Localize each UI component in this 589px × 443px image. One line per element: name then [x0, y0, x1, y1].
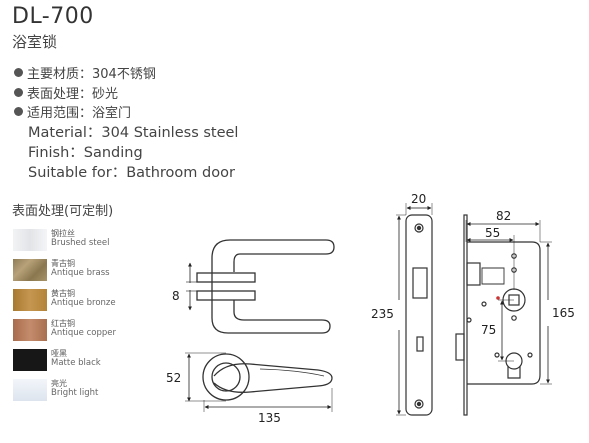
finish-label-cn: 黄古铜 — [51, 289, 75, 298]
dim-case-height-value: 165 — [552, 306, 575, 320]
faceplate-drawing — [405, 214, 433, 416]
dimension-handle-length: 135 — [203, 388, 333, 425]
finish-option-matte-black: 哑黑 Matte black — [13, 349, 153, 371]
finish-swatch — [13, 289, 47, 311]
spec-usage-cn: 适用范围：浴室门 — [14, 102, 131, 121]
dim-faceplate-height-value: 235 — [371, 307, 394, 321]
finish-label-en: Brushed steel — [51, 238, 110, 248]
finish-option-brushed-steel: 钢拉丝 Brushed steel — [13, 229, 153, 251]
dimension-faceplate-height: 235 — [371, 214, 406, 416]
dim-backset-value: 55 — [485, 226, 500, 240]
finish-swatch — [13, 319, 47, 341]
dimension-rose-diameter: 52 — [166, 352, 226, 402]
finish-swatch — [13, 349, 47, 371]
finish-label-cn: 钢拉丝 — [51, 229, 75, 238]
finish-swatch — [13, 379, 47, 401]
dim-case-width-value: 82 — [496, 209, 511, 223]
finish-label-cn: 亮光 — [51, 379, 67, 388]
bullet-icon — [14, 88, 23, 97]
spec-finish-en: Finish：Sanding — [28, 145, 143, 161]
bullet-icon — [14, 68, 23, 77]
finish-swatch — [13, 259, 47, 281]
dimension-backset: 55 — [466, 226, 515, 290]
lever-handle-top-view — [202, 353, 333, 401]
product-name: 浴室锁 — [12, 33, 58, 51]
spec-finish-cn: 表面处理：砂光 — [14, 83, 118, 102]
model-title: DL-700 — [12, 4, 94, 29]
finishes-heading: 表面处理(可定制) — [12, 204, 114, 219]
dim-rose-diameter-value: 52 — [166, 371, 181, 385]
dimension-case-width: 82 — [465, 209, 541, 242]
finish-swatch — [13, 229, 47, 251]
dimension-case-height: 165 — [540, 241, 575, 385]
bullet-icon — [14, 107, 23, 116]
spec-material-cn: 主要材质：304不锈钢 — [14, 63, 156, 82]
finish-label-cn: 青古铜 — [51, 259, 75, 268]
lock-body-drawing — [455, 214, 541, 416]
dim-rose-spacer-value: 8 — [172, 289, 180, 303]
dimension-rose-spacer: 8 — [172, 262, 197, 311]
dimension-faceplate-width: 20 — [405, 192, 433, 215]
finish-label-en: Antique brass — [51, 268, 110, 278]
finish-label-en: Antique copper — [51, 328, 116, 338]
finish-label-en: Bright light — [51, 388, 99, 398]
finish-label-cn: 哑黑 — [51, 349, 67, 358]
spec-material-en: Material：304 Stainless steel — [28, 125, 239, 141]
dimension-centre-distance: 75 — [481, 299, 514, 362]
finish-label-cn: 红古铜 — [51, 319, 75, 328]
dim-centre-distance-value: 75 — [481, 323, 496, 337]
finish-label-en: Matte black — [51, 358, 101, 368]
finish-label-en: Antique bronze — [51, 298, 116, 308]
finish-option-antique-bronze: 黄古铜 Antique bronze — [13, 289, 153, 311]
lever-handle-front-view — [196, 239, 335, 334]
spec-usage-en: Suitable for：Bathroom door — [28, 165, 235, 181]
finish-option-antique-brass: 青古铜 Antique brass — [13, 259, 153, 281]
finish-option-antique-copper: 红古铜 Antique copper — [13, 319, 153, 341]
dim-faceplate-width-value: 20 — [411, 192, 426, 206]
finish-option-bright-light: 亮光 Bright light — [13, 379, 153, 401]
dim-handle-length-value: 135 — [258, 411, 281, 425]
